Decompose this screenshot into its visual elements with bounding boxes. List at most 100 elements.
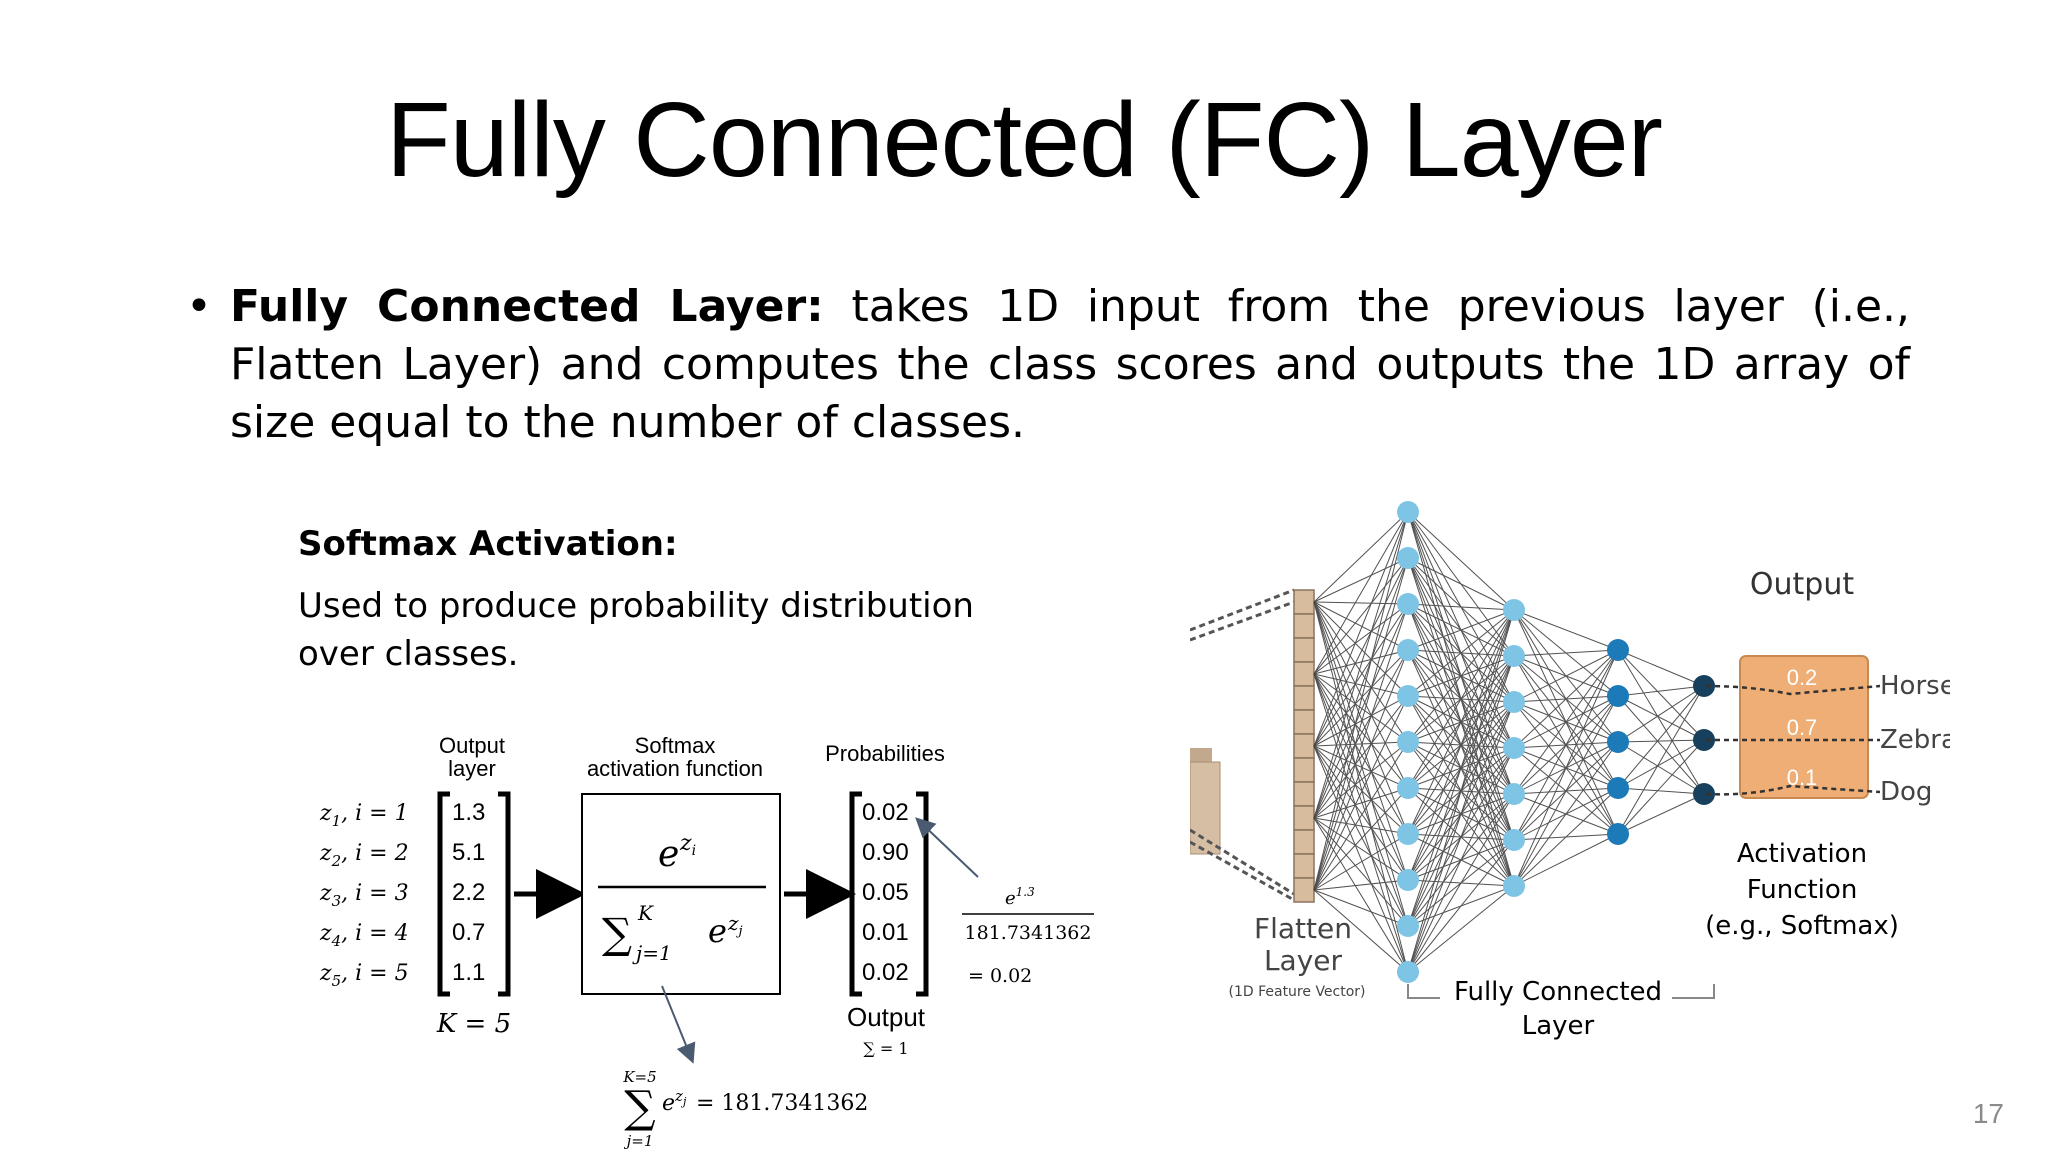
flatten-cell (1293, 589, 1315, 615)
connection-line (1313, 787, 1409, 819)
connection-line (1313, 741, 1409, 819)
input-value-5: 1.1 (452, 959, 485, 986)
network-node (1607, 823, 1629, 845)
example-result: = 0.02 (968, 965, 1032, 987)
connection-line (1407, 609, 1515, 973)
svg-text:e: e (658, 834, 679, 875)
connection-line (1617, 685, 1705, 697)
connection-line (1313, 741, 1409, 891)
connection-line (1313, 673, 1409, 743)
flatten-label-2: Layer (1264, 944, 1343, 977)
flatten-cell (1293, 781, 1315, 807)
probabilities-label: Probabilities (825, 741, 945, 766)
network-node (1397, 915, 1419, 937)
connection-line (1313, 673, 1409, 789)
connection-line (1313, 649, 1409, 819)
example-pointer-arrow (915, 817, 979, 878)
connection-line (1313, 601, 1409, 881)
probability-value-5: 0.02 (862, 959, 909, 986)
connection-line (1617, 649, 1705, 741)
connection-line (1313, 603, 1409, 891)
network-node (1397, 593, 1419, 615)
svg-text:e: e (708, 912, 727, 950)
connection-line (1407, 839, 1515, 973)
connection-line (1313, 603, 1409, 819)
example-denominator: 181.7341362 (965, 922, 1092, 944)
connection-line (1313, 673, 1409, 927)
network-connections (1313, 511, 1705, 973)
connection-line (1313, 649, 1409, 747)
sum-term: ezj (662, 1087, 687, 1116)
connection-line (1407, 793, 1515, 973)
fc-bracket-right (1672, 984, 1715, 999)
page-number: 17 (1972, 1098, 2004, 1129)
network-node (1607, 639, 1629, 661)
connection-line (1313, 601, 1409, 789)
bullet-term: Fully Connected Layer: (230, 281, 824, 332)
connection-line (1617, 685, 1705, 743)
connection-line (1407, 609, 1515, 881)
network-node (1607, 777, 1629, 799)
network-node (1397, 685, 1419, 707)
flatten-cell (1293, 685, 1315, 711)
connection-line (1313, 649, 1409, 675)
connection-line (1313, 673, 1409, 835)
network-node (1397, 869, 1419, 891)
sum-one-label: ∑ = 1 (863, 1039, 908, 1058)
connection-line (1313, 511, 1409, 891)
connection-line (1313, 601, 1409, 835)
connection-line (1513, 609, 1619, 651)
connection-line (1313, 889, 1409, 973)
softmax-function-label-2: activation function (587, 756, 763, 781)
connection-line (1313, 695, 1409, 891)
bullet-paragraph: • Fully Connected Layer: takes 1D input … (186, 278, 1910, 452)
connection-line (1407, 609, 1515, 651)
flatten-cell (1293, 829, 1315, 855)
connection-line (1313, 601, 1409, 973)
flatten-cell (1293, 733, 1315, 759)
input-value-3: 2.2 (452, 879, 485, 906)
connection-line (1313, 673, 1409, 881)
connection-line (1313, 601, 1409, 927)
network-node (1503, 783, 1525, 805)
prob-vector-bracket-left (849, 791, 862, 997)
connection-line (1407, 609, 1515, 927)
flatten-cell (1293, 637, 1315, 663)
connection-line (1313, 889, 1409, 927)
connection-line (1407, 603, 1515, 611)
connection-line (1407, 747, 1515, 973)
example-numerator: e1.3 (1005, 885, 1035, 909)
connection-line (1513, 649, 1619, 887)
input-value-1: 1.3 (452, 799, 485, 826)
connection-line (1313, 745, 1409, 881)
probability-value-3: 0.05 (862, 879, 909, 906)
connection-line (1407, 609, 1515, 789)
input-value-4: 0.7 (452, 919, 485, 946)
output-value-horse: 0.2 (1787, 665, 1818, 690)
connection-line (1513, 649, 1619, 749)
connection-line (1617, 695, 1705, 741)
connection-line (1313, 557, 1409, 819)
class-label-dog: Dog (1880, 777, 1932, 807)
connection-line (1313, 601, 1409, 605)
connection-line (1513, 649, 1619, 657)
projection-dashed-lines (1190, 588, 1295, 902)
network-node (1397, 547, 1419, 569)
input-vector-bracket-left (437, 791, 450, 997)
connection-line (1513, 833, 1619, 887)
activation-label-2: Function (1747, 875, 1858, 905)
connection-line (1407, 511, 1515, 611)
connection-line (1617, 649, 1705, 795)
connection-line (1617, 685, 1705, 789)
connection-line (1513, 649, 1619, 795)
connection-line (1313, 879, 1409, 891)
connection-line (1313, 741, 1409, 747)
connection-line (1313, 745, 1409, 973)
z-label-2: z2, i = 2 (319, 841, 409, 870)
flatten-cell (1293, 613, 1315, 639)
flatten-cell (1293, 805, 1315, 831)
connection-line (1313, 833, 1409, 891)
network-node (1397, 731, 1419, 753)
svg-text:∑: ∑ (602, 909, 632, 958)
flatten-cell (1293, 757, 1315, 783)
